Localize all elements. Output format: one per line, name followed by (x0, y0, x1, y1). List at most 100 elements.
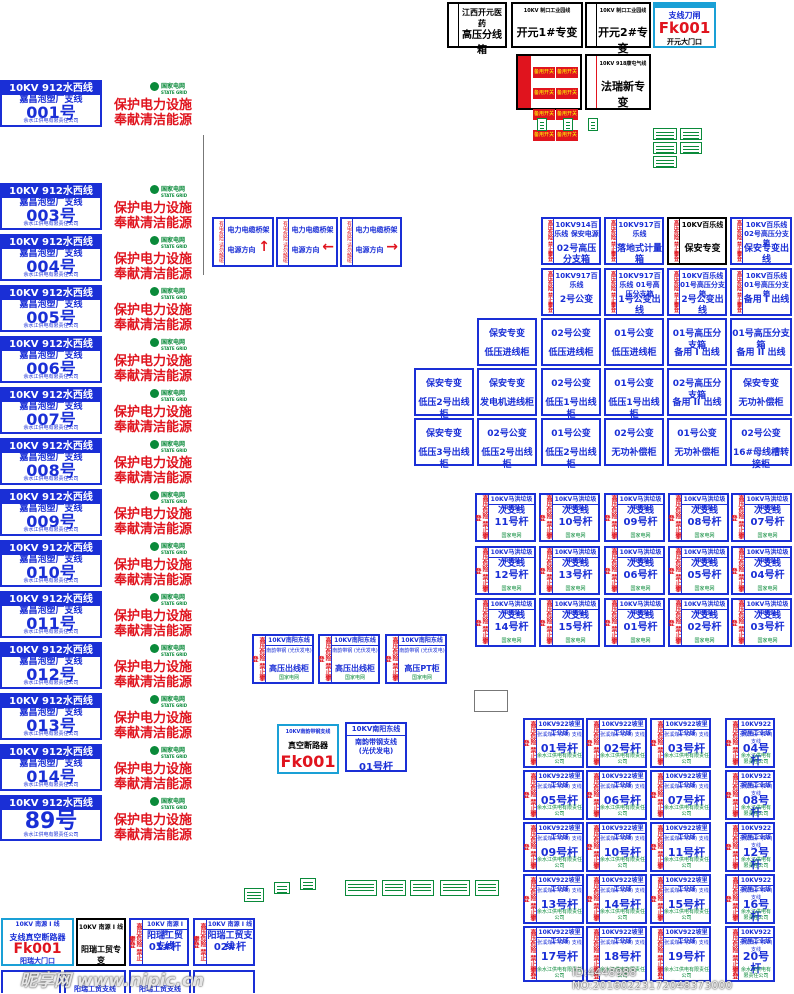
pole-tag-side: 高压危险 禁止攀登 (585, 772, 600, 818)
pole-tag-footer: 国家电网 (501, 586, 522, 592)
fault-switch-grid: 备用开关备用开关 备用开关备用开关 备用开关备用开关 备用开关备用开关 (533, 58, 580, 141)
cabinet-name: 无功补偿柜 (738, 398, 784, 408)
vacuum-switch-code: Fk001 (280, 752, 336, 771)
nanyang-sub: 南韵带钢 (光伏发电) (332, 648, 378, 654)
sgcc-name: 国家电网 (161, 390, 186, 397)
sgcc-name: 国家电网 (161, 594, 186, 601)
cable-sign-dir: 电源方向 (291, 246, 320, 254)
id-text: ID:4448988 NO:20160223172048373000 (572, 966, 733, 992)
divider-line (203, 135, 204, 275)
pole-tag-footer: 余水江供电有限责任公司 (740, 805, 771, 817)
pole-tag-num: 06号杆 (623, 570, 658, 581)
pole-tag-footer: 余水江供电有限责任公司 (537, 857, 583, 869)
pole-tag-line: 10KV 912水西线 (2, 338, 100, 351)
pole-tag-side: 高压危险 禁止攀登 (667, 548, 682, 593)
switch-cabinet-tag: 保安专变低压3号出线柜 (414, 418, 474, 470)
pole-tag-footer: 国家电网 (757, 586, 778, 592)
sgcc-globe-icon (150, 440, 159, 449)
arrow-icon: → (386, 239, 398, 255)
pole-tag-side: 高压危险 禁止攀登 (474, 600, 489, 645)
cabinet-name: 低压2号出线柜 (545, 448, 597, 470)
cabinet-name: 低压3号出线柜 (418, 448, 470, 470)
pole-tag-company: 余水江供电有限责任公司 (23, 527, 79, 533)
sgcc-globe-icon (150, 746, 159, 755)
pole-tag-line: 次支线 (561, 506, 589, 516)
nanyang-name: 高压出线柜 (335, 664, 375, 673)
cabinet-name: 备用 I 出线 (674, 348, 720, 358)
farui-side (587, 56, 597, 108)
bottom-pole-line: 阳瑞工贸支线 (207, 931, 253, 952)
pole-tag-head: 10KV922坡里工业线 (664, 877, 709, 893)
pole-tag-num: 004号 (26, 257, 76, 276)
pole-tag-num: 014号 (26, 767, 76, 786)
pole-tag-line: 张溪煤矿 (1#) 支线 (664, 836, 709, 842)
pole-tag-company: 余水江供电有限责任公司 (23, 832, 79, 838)
pole-tag-footer: 余水江供电有限责任公司 (664, 909, 710, 921)
pole-tag-side: 高压危险 禁止攀登 (585, 824, 600, 870)
cabinet-line: 01号公变 (677, 429, 717, 439)
pole-tag-side: 高压危险 禁止攀登 (727, 928, 739, 980)
sgcc-en: STATE GRID (161, 499, 188, 504)
slogan-line-1: 保护电力设施 (114, 762, 193, 777)
sgcc-globe-icon (150, 236, 159, 245)
kaiyuan2-box: 10KV 制口工业园线 开元2#专变 (585, 2, 651, 55)
pole-tag-company: 余水江供电有限责任公司 (23, 578, 79, 584)
pole-tag-company: 余水江供电有限责任公司 (23, 476, 79, 482)
pole-tag-footer: 余水江供电有限责任公司 (600, 909, 646, 921)
watermark: 昵享网 www.nipic.cn (20, 971, 205, 991)
pole-tag-side: 高压危险 禁止攀登 (724, 720, 739, 766)
pole-tag-footer: 国家电网 (501, 533, 522, 539)
pole-tag-head: 10KV922坡里工业线 (739, 773, 773, 789)
pole-tag-line: 张溪煤矿 (1#) 支线 (739, 732, 773, 745)
pole-tag-head: 10KV922坡里工业线 (600, 877, 645, 893)
hv-box-label: 高压分线箱 (462, 30, 502, 56)
sgcc-en: STATE GRID (161, 601, 188, 606)
mini-sign (274, 882, 290, 894)
pole-tag-line: 张溪煤矿 (1#) 支线 (537, 836, 582, 842)
pole-tag-line: 次支线 (497, 559, 525, 569)
nanyang-head: 10KV南阳东线 (399, 636, 445, 646)
slogan-line-1: 保护电力设施 (114, 660, 193, 675)
bottom-yangrui-label: 阳瑞工贸专变 (81, 945, 121, 965)
mini-sign (653, 156, 677, 168)
pole-tag-num: 17号杆 (540, 950, 579, 963)
pole-tag-footer: 余水江供电有限责任公司 (740, 967, 771, 979)
mini-sign (440, 880, 470, 896)
cabinet-line: 02号高压分支箱 (672, 379, 722, 401)
pole-tag-head: 10KV马洪垃圾中转站 (618, 601, 663, 617)
pole-tag-num: 02号杆 (603, 742, 642, 755)
pole-tag-line: 10KV 912水西线 (2, 82, 100, 95)
pole-tag-num: 03号杆 (750, 622, 785, 633)
pole-tag-line: 张溪煤矿 (1#) 支线 (739, 784, 773, 797)
slogan-line-2: 奉献清洁能源 (114, 522, 193, 537)
nanyang-pole-num: 01号杆 (359, 762, 393, 773)
pole-tag-sub: 嘉昌泡塑厂支线 (19, 300, 83, 310)
pole-tag-footer: 余水江供电有限责任公司 (537, 753, 583, 765)
bottom-pole-num: 02#杆 (213, 942, 247, 953)
pole-tag-line: 10KV 912水西线 (2, 236, 100, 249)
pole-tag-head: 10KV马洪垃圾中转站 (682, 601, 727, 617)
pole-tag-company: 余水江供电有限责任公司 (23, 221, 79, 227)
cabinet-line: 02号公变 (614, 429, 654, 439)
cable-tray-sign: 有电危险 请勿触碰电力电缆桥架电源方向↑ (212, 217, 274, 267)
fault-switch-item: 备用开关 (556, 109, 578, 120)
pole-tag-side: 高压危险 禁止攀登 (538, 548, 553, 593)
switch-cabinet-tag: 保安专变无功补偿柜 (730, 368, 792, 416)
pole-tag-side: 高压危险 禁止攀登 (585, 876, 600, 922)
slogan-line-1: 保护电力设施 (114, 405, 193, 420)
pole-tag-side: 高压危险 禁止攀登 (724, 824, 739, 870)
pole-tag-side: 高压危险 禁止攀登 (522, 720, 537, 766)
jiangxi-box: 江西开元医药 高压分线箱 (447, 2, 507, 56)
sgcc-en: STATE GRID (161, 90, 188, 95)
pole-tag-side: 高压危险 禁止攀登 (522, 876, 537, 922)
